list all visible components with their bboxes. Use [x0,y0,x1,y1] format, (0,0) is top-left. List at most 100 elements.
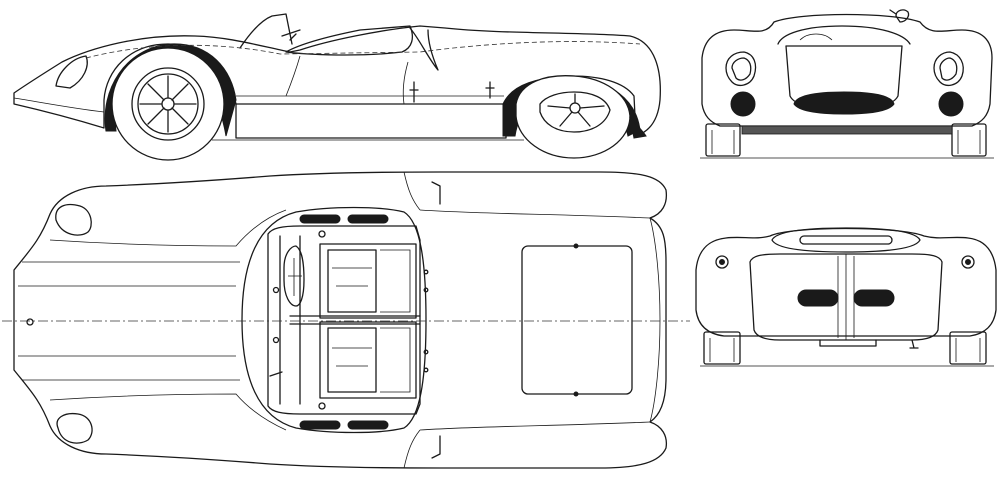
top-body-outline [13,171,668,469]
rear-view-headrest [771,227,921,253]
seat-right-outline [319,321,417,399]
cockpit-inner [267,225,421,415]
seat-left-cushion [327,249,377,313]
scuttle-vent-right-a [299,420,341,430]
rear-view-headrest-slot [799,235,893,245]
front-view-body [701,13,993,127]
front-view-air-intake [793,91,895,115]
front-wheel-spokes [139,75,197,133]
body-rivet-c [423,349,429,355]
front-view [700,9,994,159]
mirror-left [431,181,441,205]
seat-right-cushion [327,327,377,393]
body-rivet-b [423,287,429,293]
rear-fender-left [419,209,651,219]
scuttle-vent-left-b [347,214,389,224]
rear-view-panel-split [837,254,855,340]
beltline-dashed [85,41,641,59]
rear-fender-right [419,421,651,431]
body-rivet-a [423,269,429,275]
rear-view-taillight-right [961,255,975,269]
tunnel [289,315,421,325]
front-view-wheel-left [705,123,741,157]
rear-view-wheel-right-lines [955,338,981,362]
rear-view-exhaust-left [797,289,839,307]
front-view-wheel-right-lines [957,130,981,154]
front-wheel-inner-rim [137,73,199,135]
front-view-driving-light-left [730,91,756,117]
rear-view-tow-point [909,339,919,349]
rear-latch [485,81,495,99]
seat-left-outline [319,243,417,319]
fender-crease-left [403,171,421,211]
seat-right-hatch [332,347,372,367]
rear-view-wheel-left-lines [709,338,735,362]
rear-view-body [695,227,997,337]
nose-fastener [26,318,34,326]
seat-right-back [380,327,411,393]
rear-view-centre-panel [749,253,943,341]
gauge-a [272,286,280,294]
rear-view-wheel-right [949,331,987,365]
rear-wheel-tyre [515,75,631,159]
fuel-cap-right [318,402,326,410]
scuttle-vent-left-a [299,214,341,224]
side-view [13,13,661,161]
dashboard [279,235,301,405]
front-wheel-rim [131,67,205,141]
front-view-steering [799,33,833,41]
front-view-windscreen [777,25,911,45]
rear-wheel-rim [539,91,611,133]
fender-crease-right [403,429,421,469]
rear-wheel-spokes [547,93,605,127]
body-rivet-d [423,367,429,373]
side-body-outline [13,25,661,137]
front-view-wheel-right [951,123,987,157]
front-view-headlight-left [725,51,757,87]
tail-edge-bottom [649,319,661,423]
hatch-pin-a [573,243,579,249]
front-view-headlight-right-inner [939,57,958,81]
rear-view-exhaust-right [853,289,895,307]
top-headlight-left [55,203,92,236]
rear-view-taillight-left [715,255,729,269]
front-fender-left [49,209,287,247]
steering-wheel-top [283,245,305,307]
gauge-b [272,336,280,344]
rear-view-taillight-right-center [965,259,971,265]
cockpit-rim [285,25,413,56]
front-view-mirror [889,9,910,23]
gear-lever [269,371,283,377]
hatch-pin-b [573,391,579,397]
windscreen [239,13,293,49]
front-view-driving-light-right [938,91,964,117]
front-view-headlight-right [933,51,964,87]
scuttle-vent-right-b [347,420,389,430]
fuel-cap-left [318,230,326,238]
seat-left-back [380,249,411,313]
front-view-wheel-left-lines [711,130,735,154]
front-fender-right [49,393,287,431]
rear-view-wheel-left [703,331,741,365]
front-view-valance [741,125,953,135]
tail-edge-top [649,217,661,321]
steering-wheel-spokes [288,258,302,296]
tail-shadow [629,116,647,139]
fuel-filler-pin [409,81,419,103]
mirror-right [431,435,441,459]
side-rear-panel [402,61,409,105]
top-headlight-right [56,412,93,444]
steering-wheel-side [281,29,301,41]
rear-view-under-tray [819,339,877,347]
seat-left-hatch [332,267,372,287]
front-view-headlight-left-inner [731,57,752,81]
nose-lower-line [13,97,105,113]
side-panel-line [285,55,301,97]
engine-hatch [521,245,633,395]
cockpit-surround [241,206,427,434]
rear-deck-intake [409,27,439,71]
rear-view [695,227,997,367]
front-wheel-tyre [111,47,225,161]
